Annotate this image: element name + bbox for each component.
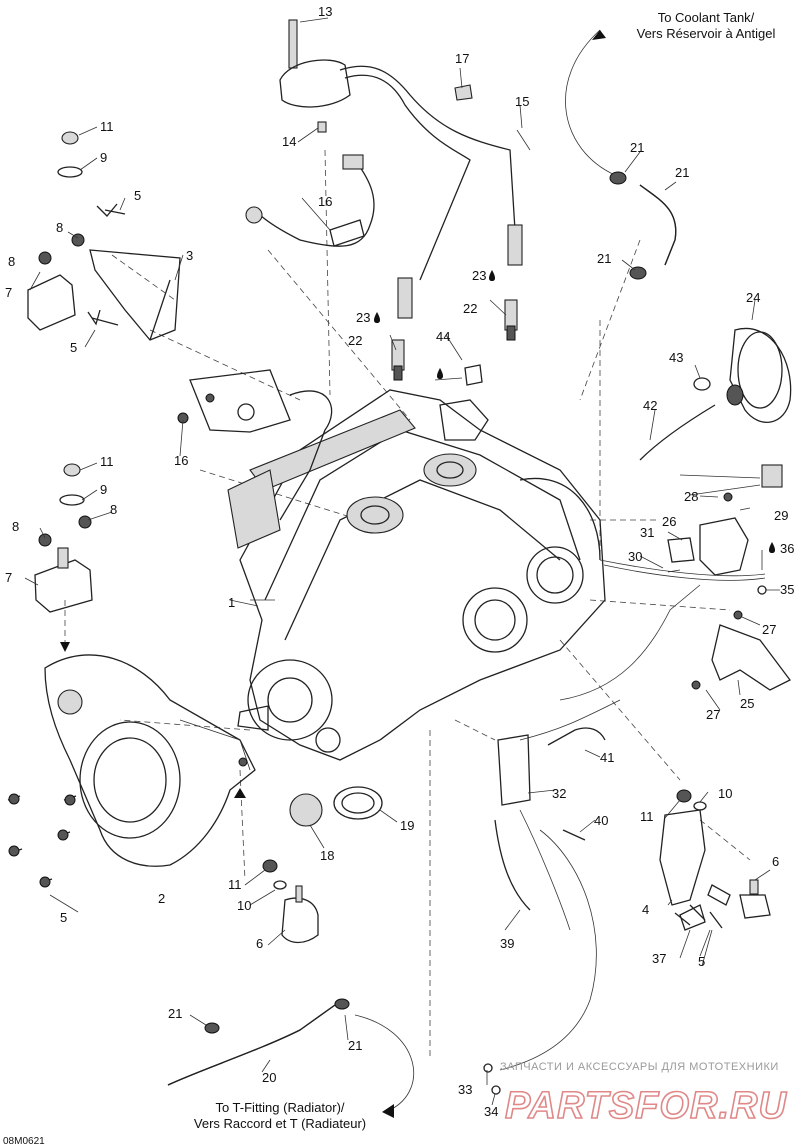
callout-32: 32 — [552, 786, 566, 801]
watermark: ЗАПЧАСТИ И АКСЕССУАРЫ ДЛЯ МОТОТЕХНИКИ PA… — [500, 1061, 787, 1128]
callout-17: 18 — [320, 848, 334, 863]
callout-8c: 8 — [110, 502, 117, 517]
coolant-hoses — [167, 171, 677, 1118]
callout-39: 40 — [594, 813, 608, 828]
callout-21c: 21 — [630, 140, 644, 155]
callout-3: 3 — [186, 248, 193, 263]
callout-23b: 23 — [356, 310, 370, 325]
callout-7: 7 — [5, 285, 12, 300]
callout-31: 31 — [640, 525, 654, 540]
callout-26: 26 — [662, 514, 676, 529]
callout-30: 30 — [628, 549, 642, 564]
callout-10: 10 — [237, 898, 251, 913]
spark-plugs — [391, 299, 518, 386]
watermark-tagline: ЗАПЧАСТИ И АКСЕССУАРЫ ДЛЯ МОТОТЕХНИКИ — [500, 1061, 779, 1073]
callout-9: 9 — [100, 150, 107, 165]
engine-block — [177, 369, 606, 761]
callout-8: 8 — [56, 220, 63, 235]
callout-11c: 11 — [228, 877, 242, 892]
seals — [289, 786, 383, 827]
callout-23: 23 — [472, 268, 486, 283]
upper-left-mount — [27, 131, 181, 341]
callout-15: 16 — [174, 453, 188, 468]
t-fitting-arrow-head — [382, 1104, 394, 1118]
callout-5c: 5 — [60, 910, 67, 925]
callout-40: 41 — [600, 750, 614, 765]
callout-11: 11 — [100, 119, 114, 134]
callout-13: 14 — [282, 134, 296, 149]
reference-lines — [64, 149, 751, 1060]
callout-37: 37 — [652, 951, 666, 966]
callout-21b: 21 — [348, 1038, 362, 1053]
callout-20: 21 — [675, 165, 689, 180]
callout-7b: 7 — [5, 570, 12, 585]
callout-21d: 21 — [597, 251, 611, 266]
callout-6b: 6 — [772, 854, 779, 869]
coolant-tank-note-line1: To Coolant Tank/ — [658, 10, 755, 25]
callout-42: 43 — [669, 350, 683, 365]
t-fitting-note-line2: Vers Raccord et T (Radiateur) — [194, 1116, 366, 1131]
callout-1: 1 — [228, 595, 235, 610]
callout-8d: 8 — [12, 519, 19, 534]
callout-11b: 11 — [100, 454, 114, 469]
callout-19: 20 — [262, 1070, 276, 1085]
callout-6: 6 — [256, 936, 263, 951]
coolant-arrow-head — [592, 30, 606, 40]
leader-lines — [24, 17, 780, 1106]
coolant-tank-arrow — [565, 29, 616, 176]
callout-41: 42 — [643, 398, 657, 413]
callout-5d: 5 — [698, 954, 705, 969]
callout-14: 15 — [515, 94, 529, 109]
callout-18: 19 — [400, 818, 414, 833]
callout-5: 5 — [134, 188, 141, 203]
wiring-harness — [245, 19, 531, 319]
t-fitting-note-line1: To T-Fitting (Radiator)/ — [215, 1100, 344, 1115]
oil-drop-icon — [437, 368, 443, 379]
callout-22: 22 — [463, 301, 477, 316]
callout-29: 29 — [774, 508, 788, 523]
callout-36: 36 — [780, 541, 794, 556]
callout-38: 39 — [500, 936, 514, 951]
callout-5b: 5 — [70, 340, 77, 355]
coolant-tank-note-line2: Vers Réservoir à Antigel — [637, 26, 776, 41]
lower-right-mount — [262, 789, 771, 944]
callout-33: 33 — [458, 1082, 472, 1097]
callout-8b: 8 — [8, 254, 15, 269]
oil-drop-icon — [374, 312, 380, 323]
callout-27b: 27 — [706, 707, 720, 722]
callout-22b: 22 — [348, 333, 362, 348]
callout-11d: 11 — [640, 809, 654, 824]
callout-35: 35 — [780, 582, 794, 597]
cables — [483, 584, 701, 1095]
callout-28: 28 — [684, 489, 698, 504]
callout-10b: 10 — [718, 786, 732, 801]
callout-24: 24 — [746, 290, 760, 305]
oil-drop-icons — [374, 270, 775, 553]
callout-numbers: 13 17 15 14 16 11 9 5 8 8 3 7 5 16 11 9 … — [5, 4, 794, 1119]
callout-34: 34 — [484, 1104, 498, 1119]
callout-2: 2 — [158, 891, 165, 906]
oil-drop-icon — [489, 270, 495, 281]
drawing-code: 08M0621 — [3, 1136, 45, 1147]
callout-16: 17 — [455, 51, 469, 66]
callout-43: 44 — [436, 329, 450, 344]
watermark-logo: PARTSFOR.RU — [505, 1085, 787, 1127]
oil-drop-icon — [769, 542, 775, 553]
right-side-parts — [599, 327, 792, 691]
callout-27: 27 — [762, 622, 776, 637]
lower-left-mount — [34, 463, 93, 652]
magneto-cover — [7, 654, 256, 888]
callout-25: 25 — [740, 696, 754, 711]
callout-9b: 9 — [100, 482, 107, 497]
callout-16b: 16 — [318, 194, 332, 209]
callout-4: 4 — [642, 902, 649, 917]
callout-12: 13 — [318, 4, 332, 19]
callout-21: 21 — [168, 1006, 182, 1021]
